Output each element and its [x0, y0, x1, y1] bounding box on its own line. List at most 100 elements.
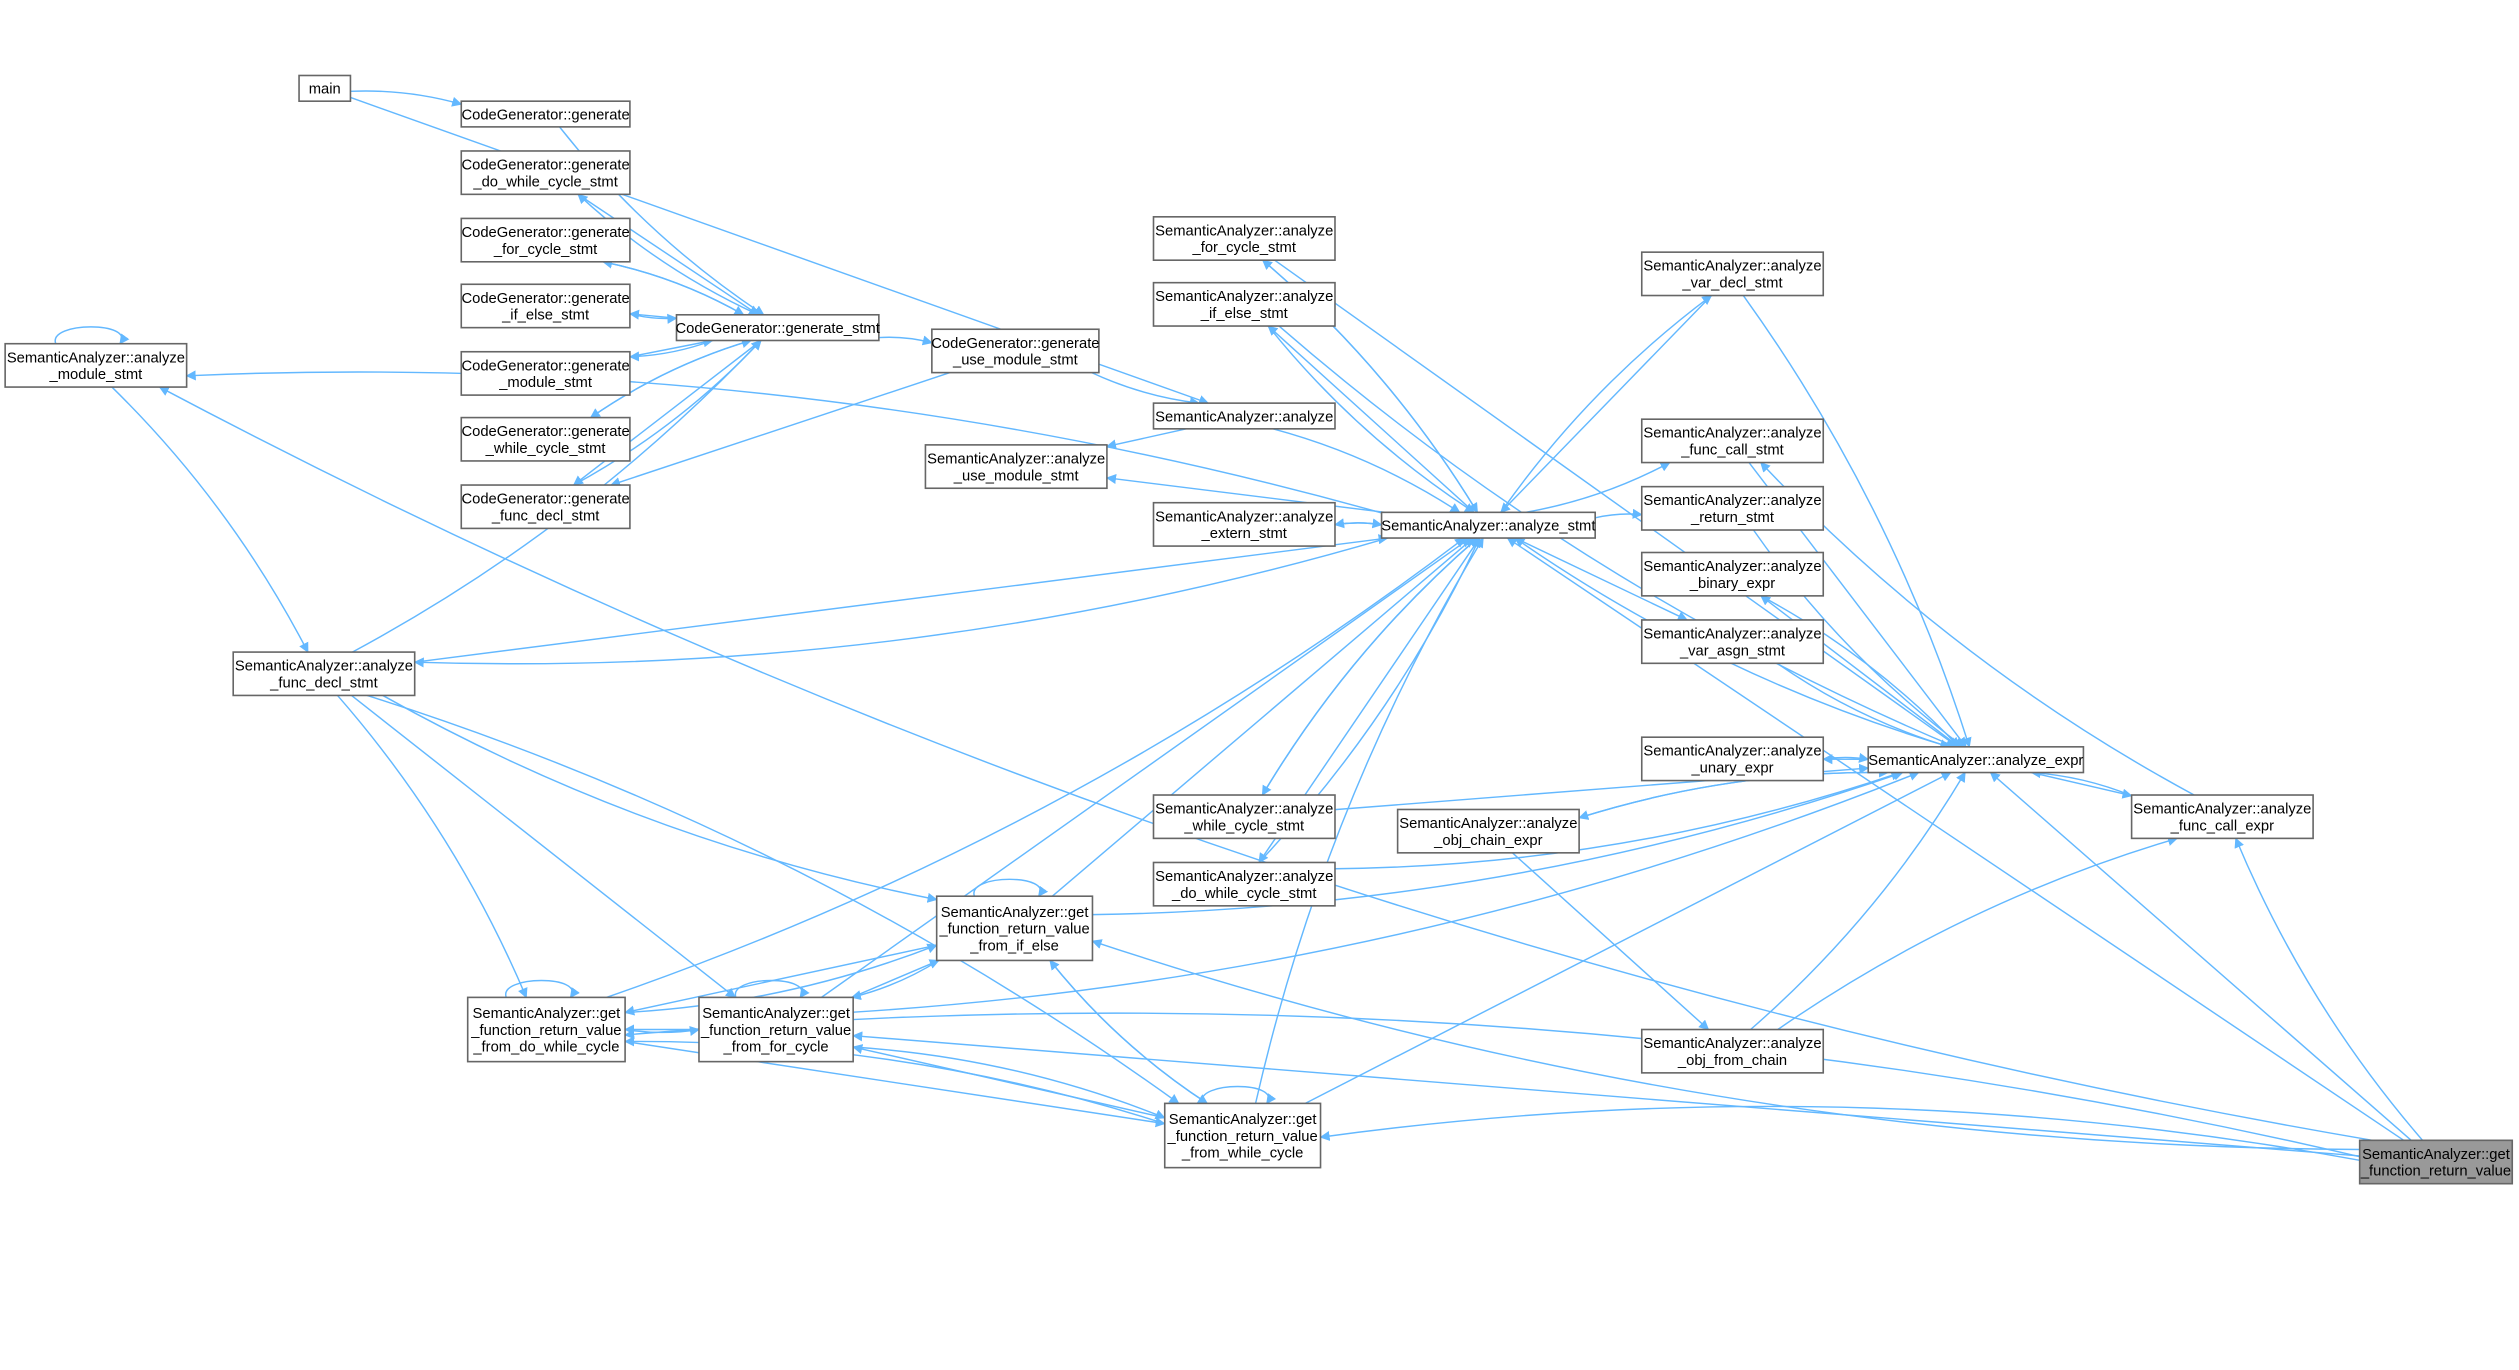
edge-sa_analyze-to-sa_use_module: [1105, 428, 1187, 450]
node-box: [675, 313, 880, 342]
edge-sa_stmt-to-sa_var_decl: [1500, 294, 1713, 513]
node-cg-use-module[interactable]: CodeGenerator::generate_use_module_stmt: [931, 328, 1100, 374]
node-sa-analyze[interactable]: SemanticAnalyzer::analyze: [1152, 402, 1336, 430]
edge-get_frv-to-sa_module: [158, 386, 2373, 1142]
node-label: _use_module_stmt: [952, 353, 1078, 369]
node-get-for[interactable]: SemanticAnalyzer::get_function_return_va…: [698, 996, 854, 1063]
node-sa-obj-chain[interactable]: SemanticAnalyzer::analyze_obj_chain_expr: [1396, 808, 1580, 854]
node-cg-while[interactable]: CodeGenerator::generate_while_cycle_stmt: [460, 416, 631, 462]
node-sa-for[interactable]: SemanticAnalyzer::analyze_for_cycle_stmt: [1152, 216, 1336, 261]
edge-get_while-to-get_while: [1201, 1085, 1277, 1105]
node-sa-unary[interactable]: SemanticAnalyzer::analyze_unary_expr: [1640, 736, 1825, 782]
edge-sa_obj_chain-to-sa_expr: [1578, 767, 1890, 819]
node-box: [935, 895, 1094, 962]
node-get-do-while[interactable]: SemanticAnalyzer::get_function_return_va…: [466, 996, 626, 1063]
node-cg-for[interactable]: CodeGenerator::generate_for_cycle_stmt: [460, 217, 631, 263]
node-label: CodeGenerator::generate: [461, 291, 629, 307]
node-label: CodeGenerator::generate: [461, 225, 629, 241]
node-box: [460, 283, 631, 329]
node-sa-use-module[interactable]: SemanticAnalyzer::analyze_use_module_stm…: [924, 444, 1108, 490]
edge-get_for-to-get_while: [853, 1046, 1166, 1120]
node-label: SemanticAnalyzer::get: [702, 1006, 850, 1022]
node-box: [460, 416, 631, 462]
node-sa-func-call-stmt[interactable]: SemanticAnalyzer::analyze_func_call_stmt: [1640, 418, 1825, 464]
node-label: _do_while_cycle_stmt: [472, 174, 617, 190]
edge-cg_module-to-cg_stmt: [629, 337, 714, 358]
node-label: SemanticAnalyzer::get: [941, 905, 1089, 921]
node-label: SemanticAnalyzer::analyze: [927, 451, 1105, 467]
edge-get_frv-to-sa_expr: [1989, 771, 2412, 1141]
node-box: [1152, 501, 1336, 547]
node-label: SemanticAnalyzer::get: [1169, 1112, 1317, 1128]
node-sa-var-asgn[interactable]: SemanticAnalyzer::analyze_var_asgn_stmt: [1640, 619, 1825, 665]
node-cg-module[interactable]: CodeGenerator::generate_module_stmt: [460, 350, 631, 396]
edge-cg_do_while-to-cg_stmt: [577, 193, 760, 316]
edge-get_if_else-to-sa_expr: [1092, 770, 1904, 916]
node-label: _while_cycle_stmt: [485, 441, 606, 457]
node-sa-func-decl[interactable]: SemanticAnalyzer::analyze_func_decl_stmt: [232, 651, 416, 697]
node-sa-module[interactable]: SemanticAnalyzer::analyze_module_stmt: [4, 342, 188, 388]
node-sa-var-decl[interactable]: SemanticAnalyzer::analyze_var_decl_stmt: [1640, 251, 1825, 297]
node-label: SemanticAnalyzer::analyze: [1155, 289, 1333, 305]
node-cg-if-else[interactable]: CodeGenerator::generate_if_else_stmt: [460, 283, 631, 329]
node-box: [931, 328, 1100, 374]
node-sa-expr[interactable]: SemanticAnalyzer::analyze_expr: [1867, 746, 2085, 774]
node-sa-extern[interactable]: SemanticAnalyzer::analyze_extern_stmt: [1152, 501, 1336, 547]
node-sa-obj-from-chain[interactable]: SemanticAnalyzer::analyze_obj_from_chain: [1640, 1028, 1825, 1074]
node-sa-return[interactable]: SemanticAnalyzer::analyze_return_stmt: [1640, 485, 1825, 531]
node-get-while[interactable]: SemanticAnalyzer::get_function_return_va…: [1163, 1102, 1322, 1169]
node-box: [1396, 808, 1580, 854]
node-label: SemanticAnalyzer::analyze: [1643, 259, 1821, 275]
node-cg-generate[interactable]: CodeGenerator::generate: [460, 100, 631, 128]
edge-sa_module-to-sa_func_decl: [111, 386, 309, 653]
node-sa-stmt[interactable]: SemanticAnalyzer::analyze_stmt: [1380, 511, 1596, 539]
node-box: [460, 150, 631, 196]
node-label: main: [309, 82, 341, 98]
node-label: SemanticAnalyzer::analyze: [235, 659, 413, 675]
edge-sa_func_decl-to-get_for: [351, 694, 737, 999]
node-label: _module_stmt: [498, 375, 592, 391]
edge-cg_use_module-to-cg_func_decl: [610, 371, 951, 487]
node-label: _func_call_expr: [2170, 818, 2275, 834]
edge-sa_do_while-to-sa_expr: [1334, 770, 1902, 870]
edge-sa_if_else-to-sa_stmt: [1267, 325, 1476, 513]
edge-sa_obj_from_chain-to-sa_func_call_expr: [1777, 836, 2179, 1031]
node-sa-if-else[interactable]: SemanticAnalyzer::analyze_if_else_stmt: [1152, 281, 1336, 327]
node-sa-do-while[interactable]: SemanticAnalyzer::analyze_do_while_cycle…: [1152, 861, 1336, 907]
node-box: [466, 996, 626, 1063]
node-sa-func-call-expr[interactable]: SemanticAnalyzer::analyze_func_call_expr: [2130, 794, 2314, 840]
edge-sa_analyze-to-sa_stmt: [1272, 428, 1461, 513]
edge-sa_obj_chain-to-sa_obj_from_chain: [1511, 852, 1710, 1031]
node-sa-binary[interactable]: SemanticAnalyzer::analyze_binary_expr: [1640, 551, 1825, 597]
node-main[interactable]: main: [298, 74, 352, 102]
node-box: [1640, 418, 1825, 464]
node-cg-func-decl[interactable]: CodeGenerator::generate_func_decl_stmt: [460, 484, 631, 530]
node-box: [1640, 619, 1825, 665]
edge-sa_func_decl-to-sa_stmt: [414, 534, 1389, 663]
node-box: [1640, 1028, 1825, 1074]
edge-sa_func_decl-to-get_while: [366, 694, 1180, 1104]
node-box: [698, 996, 854, 1063]
edge-get_while-to-sa_stmt: [1254, 537, 1484, 1104]
node-cg-stmt[interactable]: CodeGenerator::generate_stmt: [675, 313, 880, 342]
node-box: [2358, 1139, 2514, 1185]
node-get-if-else[interactable]: SemanticAnalyzer::get_function_return_va…: [935, 895, 1094, 962]
node-box: [924, 444, 1108, 490]
edge-sa_if_else-to-sa_expr: [1278, 325, 1957, 748]
edge-sa_expr-to-sa_binary: [1760, 595, 1960, 748]
node-box: [460, 484, 631, 530]
edge-sa_for-to-sa_expr: [1274, 259, 1959, 748]
node-sa-while[interactable]: SemanticAnalyzer::analyze_while_cycle_st…: [1152, 794, 1336, 840]
node-get-frv[interactable]: SemanticAnalyzer::get_function_return_va…: [2358, 1139, 2514, 1185]
node-box: [1152, 794, 1336, 840]
node-cg-do-while[interactable]: CodeGenerator::generate_do_while_cycle_s…: [460, 150, 631, 196]
node-box: [460, 350, 631, 396]
node-label: SemanticAnalyzer::analyze: [1643, 627, 1821, 643]
edge-get_if_else-to-sa_stmt: [1051, 537, 1475, 897]
edge-sa_func_call_expr-to-sa_expr: [2030, 768, 2132, 797]
node-label: _obj_chain_expr: [1433, 833, 1542, 849]
edge-sa_binary-to-sa_expr: [1760, 595, 1960, 748]
node-label: _func_decl_stmt: [491, 508, 600, 524]
node-label: CodeGenerator::generate_stmt: [675, 321, 879, 337]
